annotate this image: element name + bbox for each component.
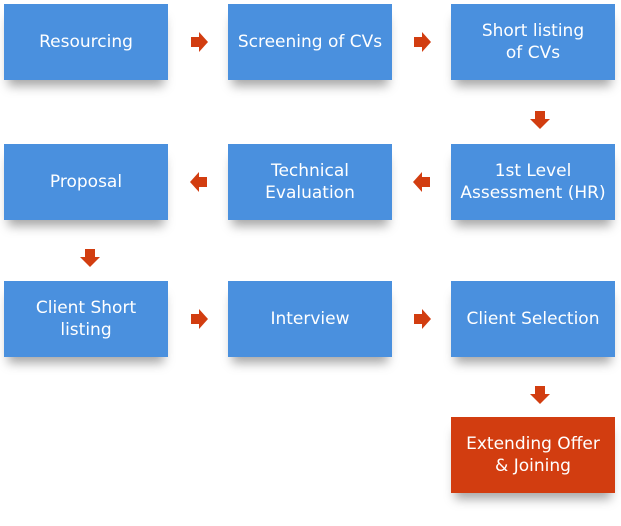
arrow-right-icon	[187, 307, 211, 331]
arrow-left-icon	[187, 170, 211, 194]
step-short-listing-of-cvs: Short listing of CVs	[451, 4, 615, 80]
step-interview: Interview	[228, 281, 392, 357]
arrow-down-icon	[78, 246, 102, 270]
step-extending-offer-joining: Extending Offer & Joining	[451, 417, 615, 493]
step-label: Resourcing	[39, 32, 133, 52]
arrow-down-icon	[528, 383, 552, 407]
step-label: Extending Offer & Joining	[466, 434, 600, 476]
step-label: Proposal	[49, 172, 123, 192]
step-proposal: Proposal	[4, 144, 168, 220]
step-label: Client Selection	[466, 309, 600, 329]
arrow-right-icon	[410, 307, 434, 331]
step-client-short-listing: Client Short listing	[4, 281, 168, 357]
step-client-selection: Client Selection	[451, 281, 615, 357]
step-label: Technical Evaluation	[265, 161, 355, 203]
arrow-right-icon	[187, 30, 211, 54]
step-1st-level-assessment-hr: 1st Level Assessment (HR)	[451, 144, 615, 220]
step-label: Interview	[270, 309, 350, 329]
step-technical-evaluation: Technical Evaluation	[228, 144, 392, 220]
step-resourcing: Resourcing	[4, 4, 168, 80]
arrow-left-icon	[410, 170, 434, 194]
arrow-down-icon	[528, 108, 552, 132]
step-screening-of-cvs: Screening of CVs	[228, 4, 392, 80]
step-label: Client Short listing	[35, 298, 137, 340]
step-label: Short listing of CVs	[481, 21, 585, 63]
arrow-right-icon	[410, 30, 434, 54]
step-label: 1st Level Assessment (HR)	[460, 161, 606, 203]
step-label: Screening of CVs	[237, 32, 383, 52]
